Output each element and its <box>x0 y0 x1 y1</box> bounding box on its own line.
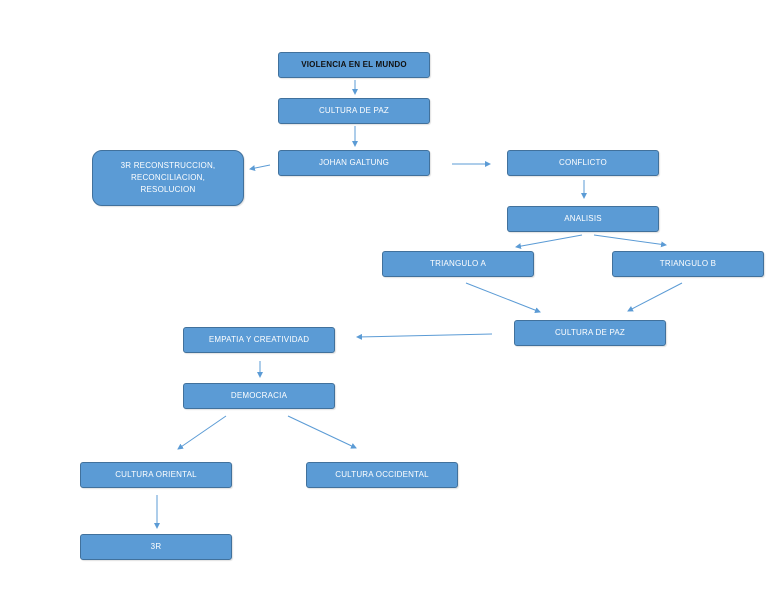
node-cultura-occidental: CULTURA OCCIDENTAL <box>306 462 458 488</box>
arrow-democracia-to-occidental <box>287 415 357 449</box>
node-violencia-en-el-mundo: VIOLENCIA EN EL MUNDO <box>278 52 430 78</box>
node-empatia-y-creatividad: EMPATIA Y CREATIVIDAD <box>183 327 335 353</box>
node-triangulo-a: TRIANGULO A <box>382 251 534 277</box>
node-cultura-de-paz-top: CULTURA DE PAZ <box>278 98 430 124</box>
node-democracia: DEMOCRACIA <box>183 383 335 409</box>
node-cultura-de-paz-bottom: CULTURA DE PAZ <box>514 320 666 346</box>
arrow-analisis-to-triangulo-a <box>515 234 583 250</box>
node-3r: 3R <box>80 534 232 560</box>
arrow-triangulo-b-to-cultura-paz <box>627 282 683 312</box>
node-conflicto: CONFLICTO <box>507 150 659 176</box>
arrow-democracia-to-oriental <box>177 415 227 450</box>
arrow-johan-to-3r-reconstruccion <box>249 164 271 171</box>
node-3r-reconstruccion: 3R RECONSTRUCCION, RECONCILIACION, RESOL… <box>92 150 244 206</box>
node-cultura-oriental: CULTURA ORIENTAL <box>80 462 232 488</box>
arrow-triangulo-a-to-cultura-paz <box>465 282 541 313</box>
node-analisis: ANALISIS <box>507 206 659 232</box>
node-triangulo-b: TRIANGULO B <box>612 251 764 277</box>
node-johan-galtung: JOHAN GALTUNG <box>278 150 430 176</box>
arrow-analisis-to-triangulo-b <box>593 234 667 248</box>
arrow-cultura-paz-to-empatia <box>356 333 493 340</box>
